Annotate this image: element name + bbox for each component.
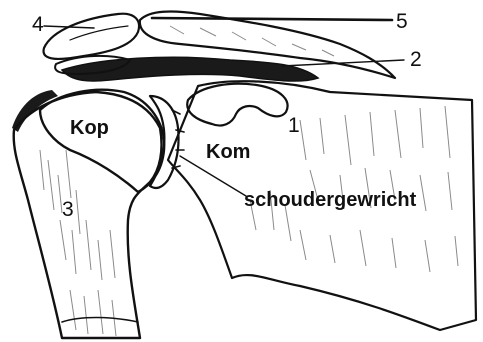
- label-3: 3: [62, 198, 74, 221]
- label-4: 4: [32, 13, 44, 36]
- clavicle: [44, 14, 139, 59]
- coracoid: [187, 84, 287, 126]
- label-1: 1: [288, 114, 300, 137]
- leader-lines: [44, 18, 404, 196]
- label-schoudergewricht: schoudergewricht: [244, 189, 417, 211]
- label-kop: Kop: [70, 117, 109, 139]
- leader-line-5: [152, 18, 392, 20]
- subacromial-gap: [12, 56, 318, 132]
- label-5: 5: [396, 10, 408, 33]
- label-2: 2: [410, 48, 422, 71]
- leader-line-4: [44, 26, 94, 28]
- label-kom: Kom: [206, 141, 250, 163]
